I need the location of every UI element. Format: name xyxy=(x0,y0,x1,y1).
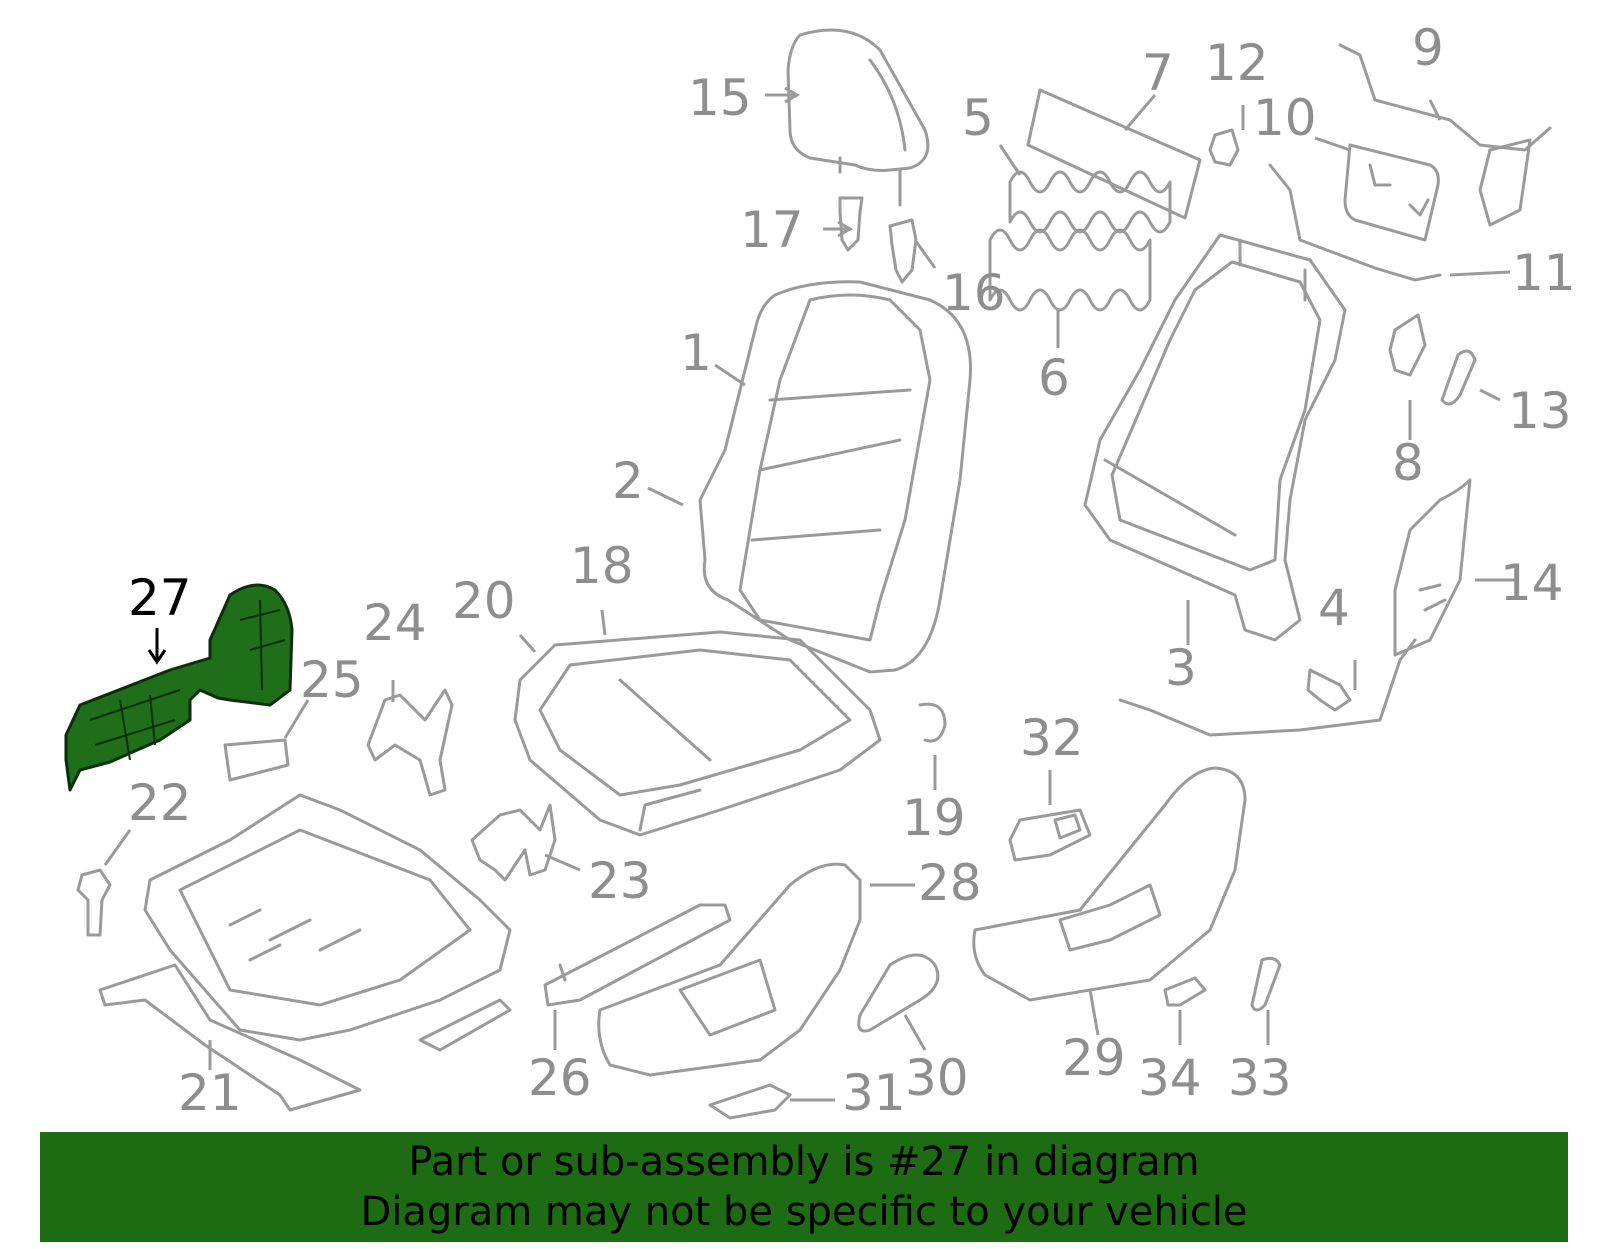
part-29-inner-shield[interactable] xyxy=(972,766,1247,1002)
part-12-clip[interactable] xyxy=(1208,128,1240,167)
part-8-bracket[interactable] xyxy=(1388,313,1427,377)
part-13-lever[interactable] xyxy=(1440,349,1477,406)
callout-2: 2 xyxy=(612,452,644,510)
part-1-seatback-cover[interactable] xyxy=(698,280,972,674)
callout-3: 3 xyxy=(1165,639,1197,697)
part-22-bolt[interactable] xyxy=(76,868,112,937)
part-15-headrest[interactable] xyxy=(786,28,930,207)
part-31-lever[interactable] xyxy=(708,1083,792,1120)
callout-labels: 15 17 16 7 5 6 12 9 10 11 13 8 14 4 3 1 … xyxy=(128,19,1576,1122)
callout-33: 33 xyxy=(1228,1049,1292,1107)
banner-line-1: Part or sub-assembly is #27 in diagram xyxy=(408,1139,1200,1185)
callout-15: 15 xyxy=(688,69,752,127)
callout-21: 21 xyxy=(178,1064,242,1122)
callout-25: 25 xyxy=(300,651,364,709)
part-26-rail-trim[interactable] xyxy=(543,903,732,1007)
part-23-bracket[interactable] xyxy=(470,803,557,882)
callout-13: 13 xyxy=(1508,382,1572,440)
callout-20: 20 xyxy=(452,572,516,630)
callout-31: 31 xyxy=(842,1064,906,1122)
callout-12: 12 xyxy=(1205,34,1269,92)
callout-18: 18 xyxy=(570,537,634,595)
callout-27: 27 xyxy=(128,569,192,627)
part-18-cushion-cover[interactable] xyxy=(513,630,882,837)
part-27-highlighted[interactable] xyxy=(64,583,294,792)
part-21-seat-frame[interactable] xyxy=(98,793,512,1112)
callout-30: 30 xyxy=(905,1049,969,1107)
part-32-switch[interactable] xyxy=(1008,808,1092,862)
part-6-spring[interactable] xyxy=(988,228,1152,312)
callout-26: 26 xyxy=(528,1049,592,1107)
callout-28: 28 xyxy=(918,854,982,912)
part-33-knob[interactable] xyxy=(1250,956,1282,1012)
leader-lines xyxy=(103,86,1515,1102)
harness-wire xyxy=(1118,638,1417,737)
part-30-knob[interactable] xyxy=(857,953,940,1033)
callout-24: 24 xyxy=(363,594,427,652)
part-14-side-panel[interactable] xyxy=(1393,478,1472,657)
callout-1: 1 xyxy=(680,324,712,382)
part-16-guide[interactable] xyxy=(888,218,918,284)
callout-6: 6 xyxy=(1038,349,1070,407)
banner-line-2: Diagram may not be specific to your vehi… xyxy=(360,1189,1248,1235)
part-17-guide[interactable] xyxy=(838,196,864,252)
callout-34: 34 xyxy=(1138,1049,1202,1107)
callout-4: 4 xyxy=(1318,579,1350,637)
callout-9: 9 xyxy=(1412,19,1444,77)
part-10-plate[interactable] xyxy=(1343,143,1440,242)
part-9-wire[interactable] xyxy=(1338,43,1552,227)
part-3-seatback-frame[interactable] xyxy=(1083,233,1347,642)
callout-19: 19 xyxy=(902,789,966,847)
part-34-knob[interactable] xyxy=(1163,976,1207,1007)
part-7-pad[interactable] xyxy=(1026,88,1202,220)
callout-16: 16 xyxy=(942,264,1006,322)
callout-23: 23 xyxy=(588,852,652,910)
callout-17: 17 xyxy=(740,201,804,259)
info-banner: Part or sub-assembly is #27 in diagram D… xyxy=(40,1132,1568,1242)
callout-14: 14 xyxy=(1500,554,1564,612)
part-11-wire[interactable] xyxy=(1268,163,1442,282)
callout-29: 29 xyxy=(1062,1029,1126,1087)
callout-5: 5 xyxy=(962,89,994,147)
part-28-outer-shield[interactable] xyxy=(597,862,862,1077)
callout-22: 22 xyxy=(128,774,192,832)
part-4-bolt[interactable] xyxy=(1306,668,1352,712)
callout-8: 8 xyxy=(1392,434,1424,492)
part-19-clip[interactable] xyxy=(918,702,947,743)
part-25-clip[interactable] xyxy=(223,738,290,782)
callout-10: 10 xyxy=(1253,89,1317,147)
part-5-spring[interactable] xyxy=(1008,170,1172,234)
callout-7: 7 xyxy=(1142,44,1174,102)
callout-11: 11 xyxy=(1512,244,1576,302)
part-24-bracket[interactable] xyxy=(366,688,454,797)
callout-32: 32 xyxy=(1020,709,1084,767)
